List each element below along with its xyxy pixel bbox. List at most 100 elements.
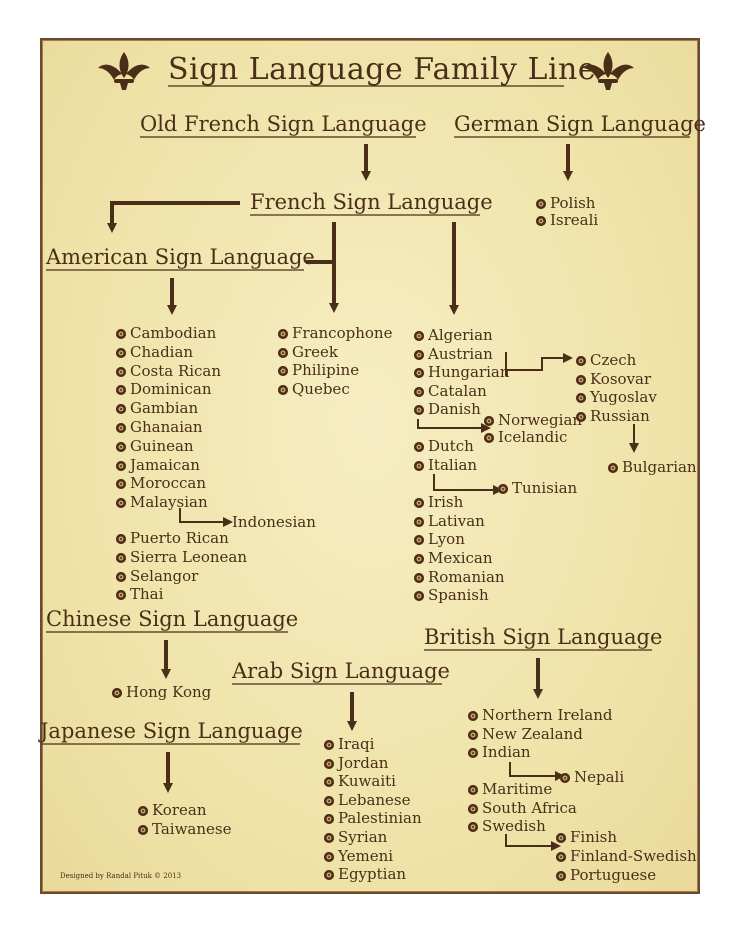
bullet-dot-icon <box>414 442 424 452</box>
list-item: Palestinian <box>324 809 422 828</box>
list-item: Taiwanese <box>138 820 231 839</box>
bullet-dot-icon <box>278 384 288 395</box>
bullet-dot-icon <box>116 366 126 377</box>
bullet-dot-icon <box>116 590 126 601</box>
list-item: Egyptian <box>324 865 422 884</box>
list-item: Czech <box>576 351 657 370</box>
bullet-dot-icon <box>116 441 126 452</box>
heading-american: American Sign Language <box>46 245 315 269</box>
heading-arab: Arab Sign Language <box>232 659 450 683</box>
bullet-dot-icon <box>112 688 122 698</box>
bullet-dot-icon <box>484 416 494 426</box>
list-item: Lebanese <box>324 791 422 810</box>
bullet-dot-icon <box>414 368 424 378</box>
heading-german: German Sign Language <box>454 112 706 136</box>
list-indian-child: Nepali <box>560 768 624 786</box>
list-item: Algerian <box>414 326 510 345</box>
list-item: Italian <box>414 456 477 475</box>
bullet-dot-icon <box>278 366 288 376</box>
list-item: Indian <box>468 743 612 762</box>
list-item: Northern Ireland <box>468 706 612 725</box>
list-item: Greek <box>278 343 392 362</box>
list-item: New Zealand <box>468 725 612 744</box>
bullet-dot-icon <box>414 554 424 565</box>
list-russian-child: Bulgarian <box>608 458 697 476</box>
list-item: Lyon <box>414 530 505 549</box>
list-italian-child: Tunisian <box>498 479 577 497</box>
bullet-dot-icon <box>116 347 126 358</box>
bullet-dot-icon <box>324 851 334 862</box>
list-item: Korean <box>138 801 231 820</box>
list-item: Lativan <box>414 512 505 531</box>
list-item: Chadian <box>116 343 221 362</box>
bullet-dot-icon <box>138 806 148 816</box>
bullet-dot-icon <box>414 349 424 360</box>
list-item: Tunisian <box>498 479 577 497</box>
bullet-dot-icon <box>560 773 570 783</box>
list-item: Francophone <box>278 324 392 343</box>
bullet-dot-icon <box>116 534 126 544</box>
list-item: Romanian <box>414 568 505 587</box>
list-item: Mexican <box>414 549 505 568</box>
bullet-dot-icon <box>414 498 424 508</box>
bullet-dot-icon <box>116 479 126 490</box>
bullet-dot-icon <box>536 199 546 209</box>
bullet-dot-icon <box>468 822 478 832</box>
list-item: Finish <box>556 828 697 847</box>
list-item: Isreali <box>536 211 598 229</box>
list-item: Selangor <box>116 567 247 586</box>
bullet-dot-icon <box>414 572 424 583</box>
list-item: Costa Rican <box>116 362 221 381</box>
list-item: Quebec <box>278 380 392 399</box>
list-item: Nepali <box>560 768 624 786</box>
list-item: Malaysian <box>116 493 221 512</box>
bullet-dot-icon <box>556 851 566 862</box>
list-item: Thai <box>116 585 247 604</box>
list-item: Iraqi <box>324 735 422 754</box>
bullet-dot-icon <box>468 711 478 721</box>
bullet-dot-icon <box>468 785 478 795</box>
bullet-dot-icon <box>324 870 334 881</box>
bullet-dot-icon <box>414 591 424 602</box>
list-item: Moroccan <box>116 474 221 493</box>
heading-british: British Sign Language <box>424 625 663 649</box>
list-item: Jordan <box>324 754 422 773</box>
bullet-dot-icon <box>576 411 586 422</box>
bullet-dot-icon <box>324 795 334 806</box>
list-chinese: Hong Kong <box>112 683 211 701</box>
bullet-dot-icon <box>576 393 586 403</box>
list-item: Irish <box>414 493 505 512</box>
list-item: Guinean <box>116 437 221 456</box>
list-item: Maritime <box>468 780 577 799</box>
list-item: Syrian <box>324 828 422 847</box>
bullet-dot-icon <box>414 516 424 527</box>
bullet-dot-icon <box>116 552 126 563</box>
bullet-dot-icon <box>414 405 424 415</box>
bullet-dot-icon <box>556 833 566 843</box>
bullet-dot-icon <box>498 484 508 494</box>
list-item: Icelandic <box>484 428 582 446</box>
bullet-dot-icon <box>468 803 478 814</box>
bullet-dot-icon <box>324 814 334 825</box>
bullet-dot-icon <box>278 347 288 358</box>
bullet-dot-icon <box>414 331 424 341</box>
bullet-dot-icon <box>608 463 618 473</box>
list-item: Finland-Swedish <box>556 847 697 866</box>
bullet-dot-icon <box>324 758 334 769</box>
list-item: Sierra Leonean <box>116 548 247 567</box>
list-item: Cambodian <box>116 324 221 343</box>
list-item: Hungarian <box>414 363 510 382</box>
list-item: Swedish <box>468 817 577 836</box>
bullet-dot-icon <box>116 385 126 396</box>
